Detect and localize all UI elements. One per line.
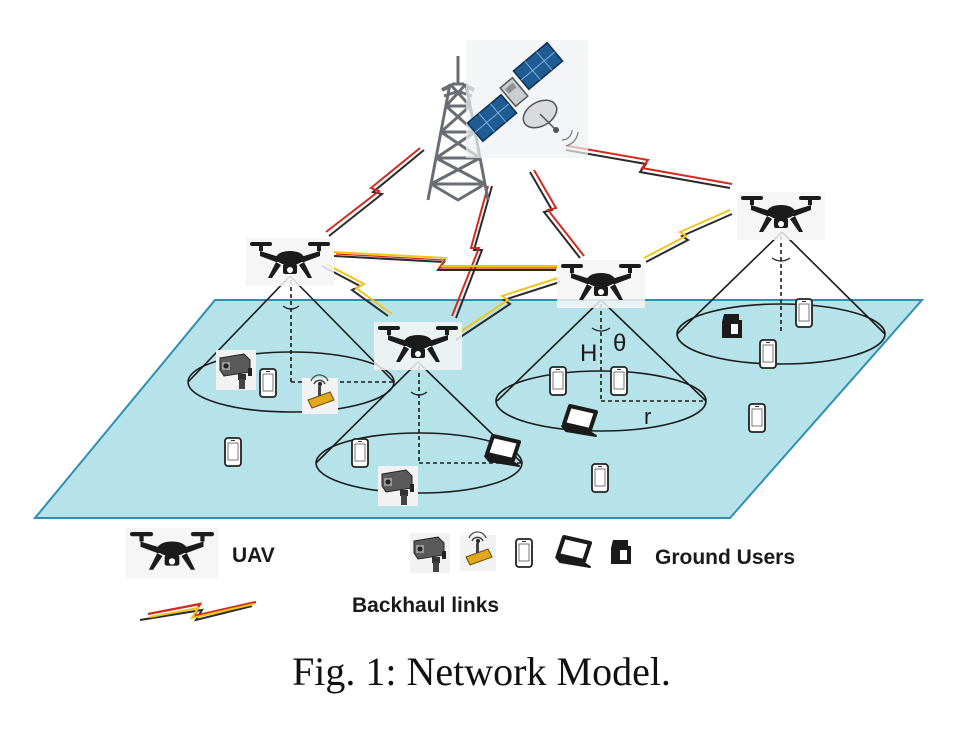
backhaul-link-tower-uav-1 xyxy=(325,147,425,237)
backhaul-link-uav-1-uav-2 xyxy=(321,263,393,317)
uav-icon xyxy=(374,322,462,370)
ground-plane xyxy=(32,299,925,519)
backhaul-link-uav-3-uav-4 xyxy=(643,209,733,263)
legend-ground-users: Ground Users xyxy=(409,531,795,574)
phone-icon xyxy=(591,463,609,493)
laptop-icon xyxy=(554,535,592,569)
laptop-icon xyxy=(560,404,598,438)
angle-symbol: θ xyxy=(613,330,626,357)
uav-icon xyxy=(737,192,825,240)
phone-icon xyxy=(515,538,533,568)
backhaul-links xyxy=(321,145,733,341)
figure-caption: Fig. 1: Network Model. xyxy=(292,649,671,694)
coverage-cone-uav-3 xyxy=(495,299,707,432)
backhaul-link-icon xyxy=(138,600,258,622)
backhaul-link-tower-uav-2 xyxy=(451,185,493,319)
uav-icon xyxy=(557,260,645,308)
legend-uav: UAV xyxy=(125,527,275,579)
backhaul-link-tower-uav-3 xyxy=(529,169,585,259)
phone-icon xyxy=(351,438,369,468)
coverage-cone-uav-4 xyxy=(676,231,886,365)
height-symbol: H xyxy=(580,340,597,367)
wearable-icon xyxy=(611,540,631,564)
sensor-icon xyxy=(459,531,497,572)
backhaul-link-uav-1-uav-3 xyxy=(333,251,558,271)
phone-icon xyxy=(549,366,567,396)
phone-icon xyxy=(610,366,628,396)
uav-icon xyxy=(125,527,219,579)
phone-icon xyxy=(259,368,277,398)
uav-icon xyxy=(246,238,334,286)
legend: UAV Ground Users Backhaul links xyxy=(125,527,795,622)
sensor-icon xyxy=(301,374,339,415)
satellite-icon xyxy=(466,40,588,158)
phone-icon xyxy=(224,437,242,467)
camera-icon xyxy=(377,465,419,507)
camera-icon xyxy=(215,349,257,391)
phone-icon xyxy=(795,298,813,328)
wearable-icon xyxy=(722,314,742,338)
backhaul-link-uav-2-uav-3 xyxy=(453,277,561,341)
legend-ground-users-label: Ground Users xyxy=(655,546,795,569)
camera-icon xyxy=(409,532,451,574)
phone-icon xyxy=(748,403,766,433)
legend-backhaul: Backhaul links xyxy=(138,594,499,622)
backhaul-link-satellite-uav-4 xyxy=(565,145,733,189)
legend-backhaul-label: Backhaul links xyxy=(352,594,499,617)
phone-icon xyxy=(759,339,777,369)
legend-uav-label: UAV xyxy=(232,544,275,567)
laptop-icon xyxy=(483,434,521,468)
radius-symbol: r xyxy=(644,404,651,429)
